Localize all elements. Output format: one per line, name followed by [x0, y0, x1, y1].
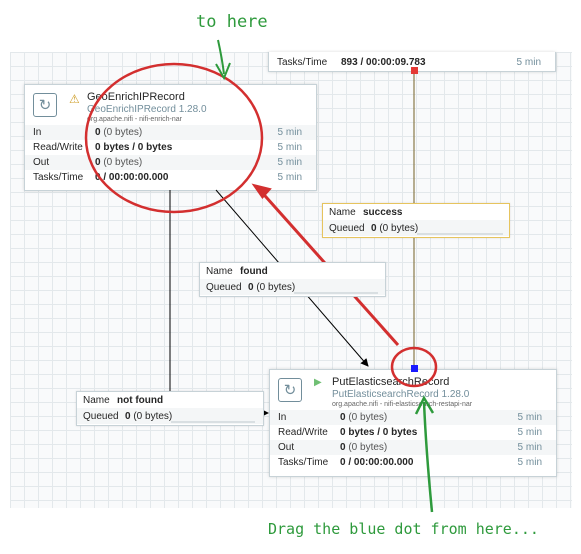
annotation-circle-target	[84, 62, 264, 214]
putelasticsearch-processor[interactable]: ↻ ▶ PutElasticsearchRecord PutElasticsea…	[269, 369, 557, 477]
geoenrich-type: GeoEnrichIPRecord 1.28.0	[87, 104, 207, 115]
connection-not-found-line	[169, 190, 269, 417]
annotation-arrow-top	[217, 39, 225, 75]
geoenrich-name: GeoEnrichIPRecord	[87, 91, 185, 103]
connection-source-handle	[411, 67, 418, 74]
stat-row-out: Out 0 (0 bytes) 5 min	[270, 440, 556, 455]
putelasticsearch-type: PutElasticsearchRecord 1.28.0	[332, 389, 470, 400]
processor-icon: ↻	[33, 93, 57, 117]
annotation-to-here: to here	[196, 12, 268, 32]
stat-row-in: In 0 (0 bytes) 5 min	[270, 410, 556, 425]
warning-icon: ⚠	[69, 92, 80, 106]
stat-row-out: Out 0 (0 bytes) 5 min	[25, 155, 316, 170]
stat-row-tasks: Tasks/Time 0 / 00:00:00.000 5 min	[278, 457, 542, 468]
upstream-tasks-label: Tasks/Time	[277, 57, 328, 68]
connection-drag-handle[interactable]	[411, 365, 418, 372]
run-status-icon: ▶	[314, 377, 322, 388]
stat-row-tasks: Tasks/Time 0 / 00:00:00.000 5 min	[33, 172, 302, 183]
upstream-tasks-time: 5 min	[516, 57, 541, 68]
geoenrich-bundle: org.apache.nifi - nifi-enrich-nar	[87, 116, 182, 123]
upstream-tasks-value: 893 / 00:00:09.783	[341, 57, 426, 68]
stat-row-readwrite: Read/Write 0 bytes / 0 bytes 5 min	[278, 427, 542, 438]
stat-row-readwrite: Read/Write 0 bytes / 0 bytes 5 min	[33, 142, 302, 153]
annotation-arrow-bottom	[422, 401, 434, 513]
putelasticsearch-bundle: org.apache.nifi - nifi-elasticsearch-res…	[332, 401, 473, 408]
annotation-circle-source	[390, 346, 438, 388]
annotation-drag-from-here: Drag the blue dot from here...	[268, 520, 539, 538]
processor-icon: ↻	[278, 378, 302, 402]
stat-row-in: In 0 (0 bytes) 5 min	[25, 125, 316, 140]
